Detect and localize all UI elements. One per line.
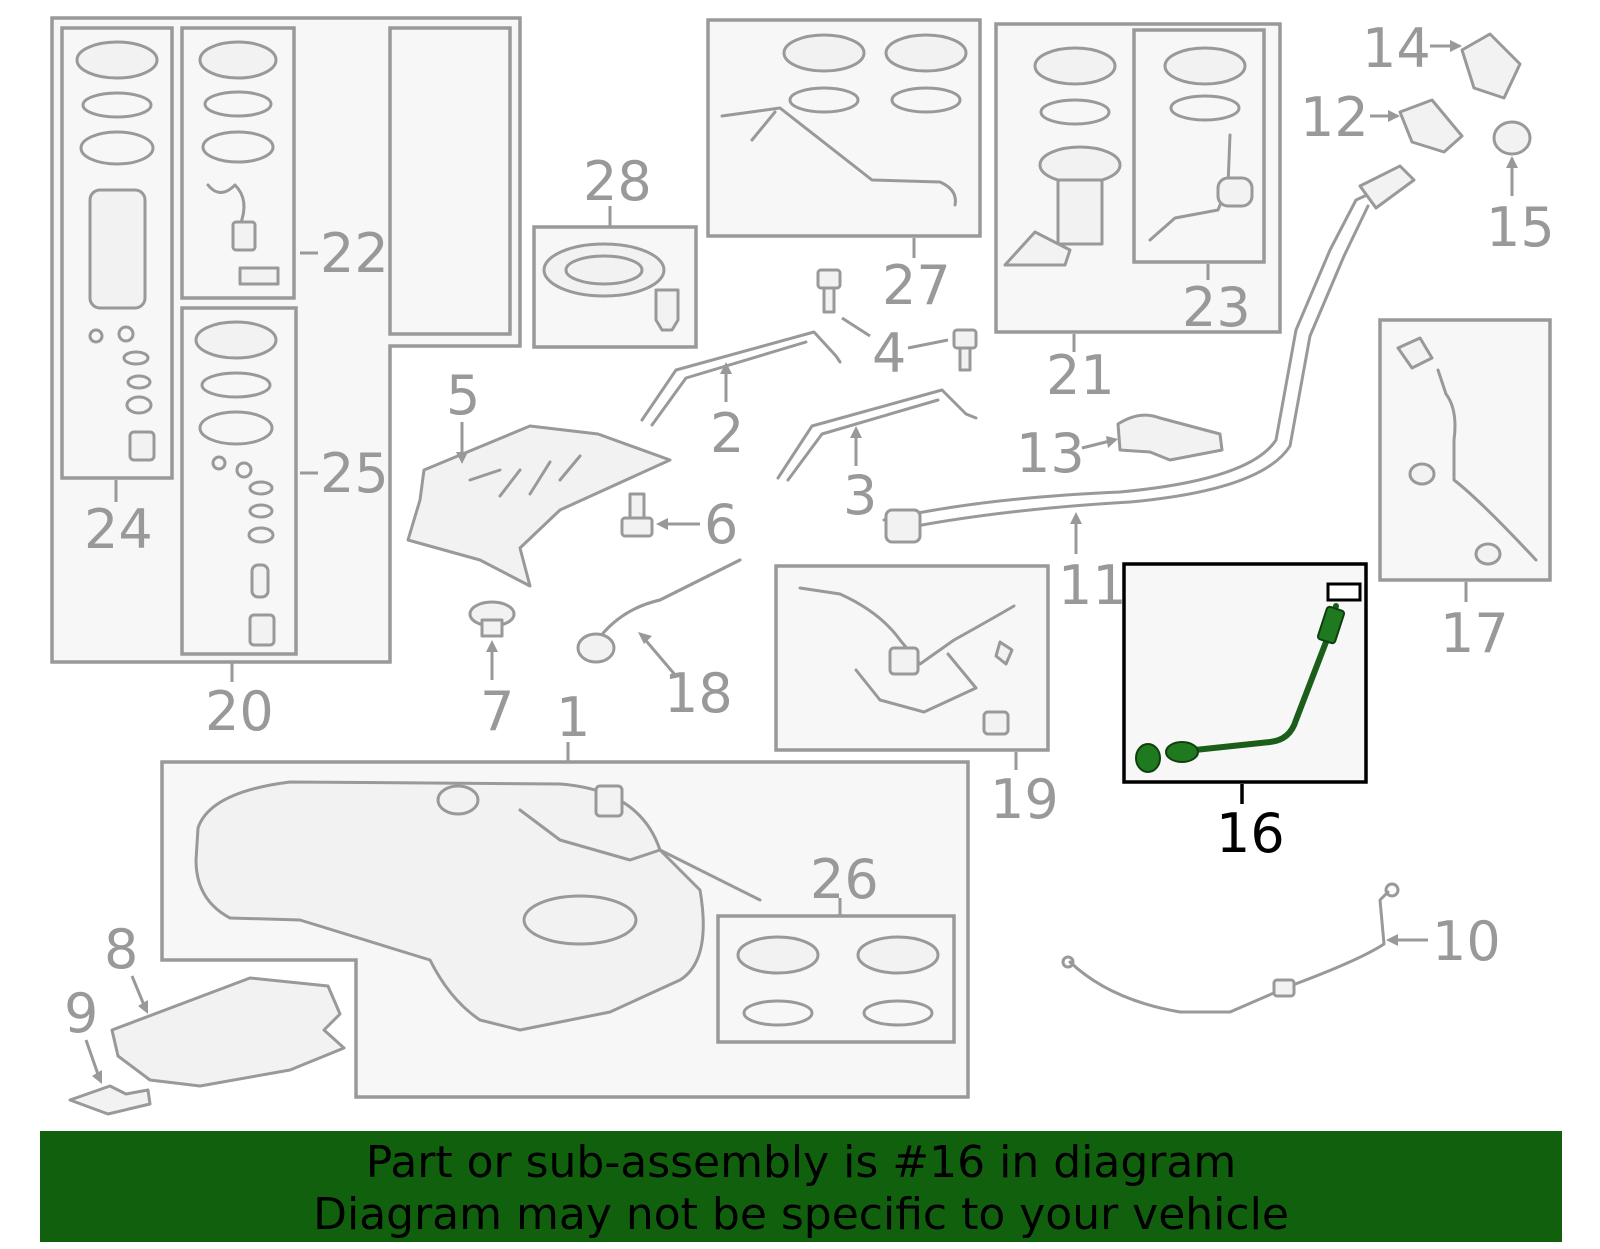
assembly-20: 22 25 24 20 — [50, 16, 522, 743]
seal-rings-24 — [75, 40, 159, 462]
label-13[interactable]: 13 — [1016, 422, 1085, 485]
label-2[interactable]: 2 — [710, 402, 744, 465]
label-21[interactable]: 21 — [1046, 344, 1115, 407]
label-20[interactable]: 20 — [205, 680, 274, 743]
label-26[interactable]: 26 — [810, 848, 879, 911]
part-16-highlighted[interactable]: 16 — [1122, 562, 1368, 865]
part-9: 9 — [64, 982, 152, 1116]
part-19: 19 — [774, 564, 1059, 831]
label-24[interactable]: 24 — [84, 498, 153, 561]
part-28: 28 — [532, 150, 698, 349]
strap-3: 3 — [776, 388, 978, 527]
seal-set-26: 26 — [716, 848, 956, 1044]
info-banner: Part or sub-assembly is #16 in diagram D… — [40, 1131, 1562, 1242]
banner-line-2: Diagram may not be specific to your vehi… — [313, 1189, 1289, 1240]
label-12[interactable]: 12 — [1300, 86, 1369, 149]
assembly-21: 23 21 — [994, 22, 1282, 407]
label-16[interactable]: 16 — [1216, 802, 1285, 865]
label-10[interactable]: 10 — [1432, 910, 1501, 973]
label-5[interactable]: 5 — [446, 364, 480, 427]
hose-18: 18 — [576, 558, 742, 725]
part-15: 15 — [1486, 120, 1555, 259]
part-8: 8 — [104, 918, 346, 1088]
strap-2: 2 — [640, 330, 842, 465]
label-27[interactable]: 27 — [882, 254, 951, 317]
label-7[interactable]: 7 — [480, 680, 514, 743]
label-23[interactable]: 23 — [1182, 276, 1251, 339]
part-27: 27 — [706, 18, 982, 317]
grommet-7: 7 — [468, 600, 516, 743]
label-15[interactable]: 15 — [1486, 196, 1555, 259]
part-17: 17 — [1378, 318, 1552, 665]
part-13: 13 — [1016, 413, 1224, 485]
label-8[interactable]: 8 — [104, 918, 138, 981]
label-6[interactable]: 6 — [704, 493, 738, 556]
banner-line-1: Part or sub-assembly is #16 in diagram — [365, 1137, 1237, 1188]
bolts-4: 4 — [816, 268, 978, 385]
label-9[interactable]: 9 — [64, 982, 98, 1045]
label-18[interactable]: 18 — [664, 662, 733, 725]
label-25[interactable]: 25 — [320, 442, 389, 505]
label-17[interactable]: 17 — [1440, 602, 1509, 665]
label-22[interactable]: 22 — [320, 222, 389, 285]
filler-pipe-11: 11 — [882, 164, 1416, 617]
label-1[interactable]: 1 — [556, 686, 590, 749]
label-11[interactable]: 11 — [1058, 554, 1127, 617]
label-14[interactable]: 14 — [1362, 17, 1431, 80]
bolt-6: 6 — [620, 492, 738, 556]
label-19[interactable]: 19 — [990, 768, 1059, 831]
label-28[interactable]: 28 — [583, 150, 652, 213]
label-4[interactable]: 4 — [872, 322, 906, 385]
label-3[interactable]: 3 — [843, 464, 877, 527]
part-10: 10 — [1061, 882, 1501, 1014]
pump-25 — [194, 320, 278, 647]
sender-22 — [198, 40, 280, 286]
heat-shield-5: 5 — [406, 364, 672, 588]
part-14: 14 — [1362, 17, 1522, 100]
part-12: 12 — [1300, 86, 1464, 154]
